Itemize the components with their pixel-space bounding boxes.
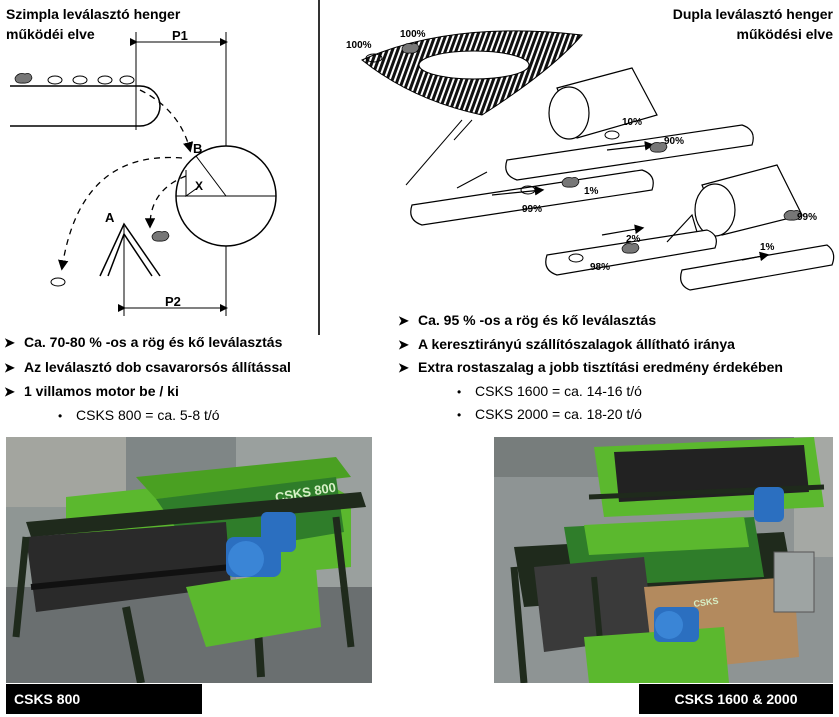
column-divider — [318, 0, 320, 335]
photo-csks-800: CSKS 800 — [6, 437, 372, 683]
photo-csks-1600-2000: CSKS — [494, 437, 833, 683]
right-title-line2: működési elve — [736, 26, 834, 42]
label-p1: P1 — [172, 28, 188, 43]
pct-1a: 1% — [584, 186, 599, 197]
label-b: B — [193, 141, 202, 156]
machine-label-1600: CSKS — [693, 596, 719, 609]
pct-100b: 100% — [400, 29, 426, 40]
right-title-line1: Dupla leválasztó henger — [672, 6, 833, 22]
arrow-bullet-icon: ➤ — [4, 360, 15, 375]
arrow-bullet-icon: ➤ — [398, 360, 409, 375]
single-roller-diagram: P1 B X A P2 — [10, 28, 277, 316]
left-sub-item: •CSKS 800 = ca. 5-8 t/ó — [58, 405, 220, 425]
double-roller-diagram: 100% 100% 10% 90% 1% 99% 99% 2% 98% 1% — [346, 29, 835, 291]
left-title-line1: Szimpla leválasztó henger — [6, 6, 181, 22]
arrow-bullet-icon: ➤ — [398, 313, 409, 328]
right-bullet-item: ➤Ca. 95 % -os a rög és kő leválasztás — [398, 310, 656, 330]
label-p2: P2 — [165, 294, 181, 309]
pct-1b: 1% — [760, 242, 775, 253]
pct-10: 10% — [622, 117, 642, 128]
pct-100a: 100% — [346, 40, 372, 51]
dot-bullet-icon: • — [457, 408, 462, 422]
label-x: X — [195, 179, 203, 193]
dot-bullet-icon: • — [457, 385, 462, 399]
photo-label-csks-1600-2000: CSKS 1600 & 2000 — [639, 684, 833, 714]
photo-label-csks-800: CSKS 800 — [6, 684, 202, 714]
left-title-line2: működéi elve — [6, 26, 95, 42]
arrow-bullet-icon: ➤ — [4, 384, 15, 399]
right-bullet-item: ➤Extra rostaszalag a jobb tisztítási ere… — [398, 357, 783, 377]
pct-2: 2% — [626, 234, 641, 245]
arrow-bullet-icon: ➤ — [398, 337, 409, 352]
right-sub-item: •CSKS 1600 = ca. 14-16 t/ó — [457, 381, 642, 401]
right-bullet-item: ➤A keresztirányú szállítószalagok állíth… — [398, 334, 735, 354]
left-bullet-item: ➤Ca. 70-80 % -os a rög és kő leválasztás — [4, 332, 282, 352]
left-diagram-title: Szimpla leválasztó henger működéi elve — [6, 4, 180, 44]
left-bullet-item: ➤1 villamos motor be / ki — [4, 381, 179, 401]
left-bullet-item: ➤Az leválasztó dob csavarorsós állítássa… — [4, 357, 291, 377]
pct-99a: 99% — [522, 204, 542, 215]
right-sub-item: •CSKS 2000 = ca. 18-20 t/ó — [457, 404, 642, 424]
pct-98: 98% — [590, 262, 610, 273]
pct-99b: 99% — [797, 212, 817, 223]
pct-90: 90% — [664, 136, 684, 147]
right-diagram-title: Dupla leválasztó henger működési elve — [673, 4, 833, 44]
dot-bullet-icon: • — [58, 409, 63, 423]
arrow-bullet-icon: ➤ — [4, 335, 15, 350]
label-a: A — [105, 210, 115, 225]
